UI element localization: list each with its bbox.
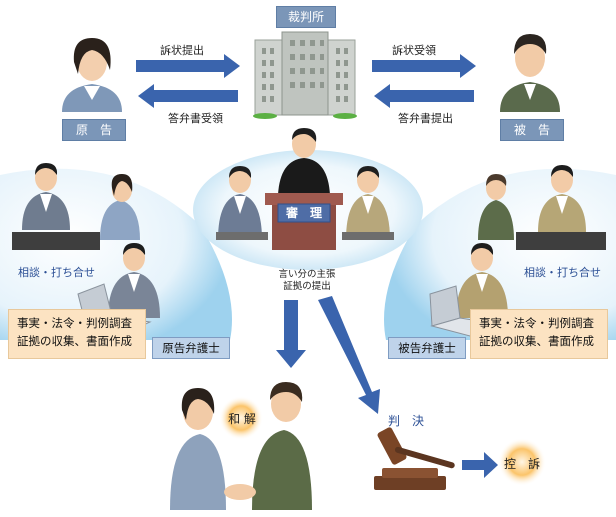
settlement-right-person-icon <box>252 382 312 510</box>
defendant-lawyer-at-trial-icon <box>346 166 390 240</box>
right-consult-client-icon <box>478 174 514 240</box>
arrow-to-appeal <box>462 452 498 478</box>
judgment-label: 判 決 <box>388 414 425 428</box>
arrow-file-complaint <box>136 54 240 78</box>
court-building-icon <box>253 31 357 119</box>
consult-left-label: 相談・打ち合せ <box>18 266 95 279</box>
trial-note-line1: 言い分の主張 <box>278 269 336 280</box>
consult-right-label: 相談・打ち合せ <box>524 266 601 279</box>
left-consult-client-icon <box>100 174 140 240</box>
trial-note-line2: 証拠の提出 <box>283 281 331 292</box>
settlement-glow <box>219 396 263 440</box>
settlement-left-person-icon <box>170 388 226 510</box>
defendant-label: 被 告 <box>500 119 564 141</box>
right-task-1: 事実・法令・判例調査 <box>479 316 594 330</box>
top-flow-arrows <box>136 54 476 108</box>
trial-note: 言い分の主張 証拠の提出 <box>272 269 342 293</box>
left-tasks-box: 事実・法令・判例調査 証拠の収集、書面作成 <box>8 309 146 359</box>
right-office-lawyer-icon <box>456 243 508 318</box>
plaintiff-label: 原 告 <box>62 119 126 141</box>
arrow-receive-answer <box>138 84 238 108</box>
judge-icon <box>278 128 330 195</box>
left-office-lawyer-icon <box>108 243 160 318</box>
receive-complaint-label: 訴状受領 <box>392 44 436 57</box>
submit-answer-label: 答弁書提出 <box>398 112 453 125</box>
trial-label: 審 理 <box>285 206 322 220</box>
appeal-label: 控 訴 <box>503 457 540 471</box>
arrow-to-judgment <box>318 296 380 414</box>
right-task-2: 証拠の収集、書面作成 <box>479 334 594 348</box>
right-tasks-box: 事実・法令・判例調査 証拠の収集、書面作成 <box>470 309 608 359</box>
receive-answer-label: 答弁書受領 <box>168 112 223 125</box>
right-consult-desk <box>516 232 606 250</box>
plaintiff-lawyer-label: 原告弁護士 <box>152 337 230 359</box>
court-label: 裁判所 <box>276 6 336 28</box>
plaintiff-person-icon <box>62 38 122 112</box>
judge-bench <box>265 193 343 250</box>
left-consult-desk <box>12 232 100 250</box>
plaintiff-lawyer-at-trial-icon <box>218 166 262 240</box>
left-consult-lawyer-icon <box>22 163 70 230</box>
left-task-2: 証拠の収集、書面作成 <box>17 334 132 348</box>
right-consult-lawyer-icon <box>538 165 586 232</box>
handshake-icon <box>224 484 256 500</box>
arrow-to-settlement <box>276 300 306 368</box>
left-task-1: 事実・法令・判例調査 <box>17 316 132 330</box>
appeal-glow <box>498 438 546 486</box>
arrow-submit-answer <box>374 84 474 108</box>
defendant-lawyer-label: 被告弁護士 <box>388 337 466 359</box>
settlement-label: 和 解 <box>228 412 256 426</box>
arrow-receive-complaint <box>372 54 476 78</box>
gavel-icon <box>374 427 455 490</box>
file-complaint-label: 訴状提出 <box>160 44 204 57</box>
defendant-person-icon <box>500 34 560 112</box>
